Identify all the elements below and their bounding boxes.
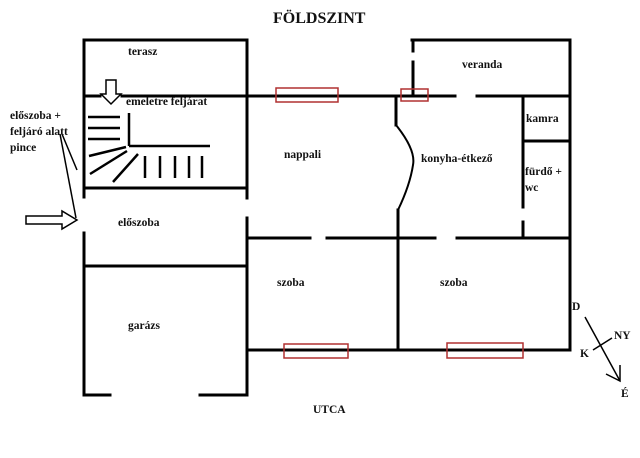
compass-east: K xyxy=(580,348,589,360)
room-label-room1: szoba xyxy=(277,277,305,289)
window xyxy=(446,342,524,359)
window xyxy=(283,343,349,359)
window xyxy=(275,87,339,103)
curved-partition xyxy=(395,124,415,211)
leader-lines xyxy=(59,133,78,219)
walls xyxy=(82,38,572,397)
room-label-living: nappali xyxy=(284,149,322,161)
room-label-hall: előszoba xyxy=(118,217,160,229)
room-label-veranda: veranda xyxy=(462,59,503,71)
stairs-entry-arrow-icon xyxy=(99,79,123,106)
room-label-pantry: kamra xyxy=(526,113,559,125)
compass-north: É xyxy=(621,388,629,400)
side-note-line-2: feljáró alatt xyxy=(10,126,68,138)
room-label-room2: szoba xyxy=(440,277,468,289)
room-label-terrace: terasz xyxy=(128,46,158,58)
side-note-line-3: pince xyxy=(10,142,37,154)
room-label-garage: garázs xyxy=(128,320,160,332)
window xyxy=(400,88,429,102)
side-note-line-1: előszoba + xyxy=(10,110,61,122)
room-label-bath-1: fürdő + xyxy=(525,166,562,178)
staircase xyxy=(88,113,210,183)
room-label-bath-2: wc xyxy=(525,182,539,194)
compass-icon xyxy=(584,316,621,383)
main-entrance-arrow-icon xyxy=(25,209,79,231)
street-label: UTCA xyxy=(313,404,346,416)
room-label-kitchen: konyha-étkező xyxy=(421,153,493,165)
room-label-stairs: emeletre feljárat xyxy=(126,96,208,108)
plan-title: FÖLDSZINT xyxy=(273,10,366,27)
compass-south: D xyxy=(572,301,581,313)
windows xyxy=(275,87,524,359)
compass-west: NY xyxy=(614,330,631,342)
